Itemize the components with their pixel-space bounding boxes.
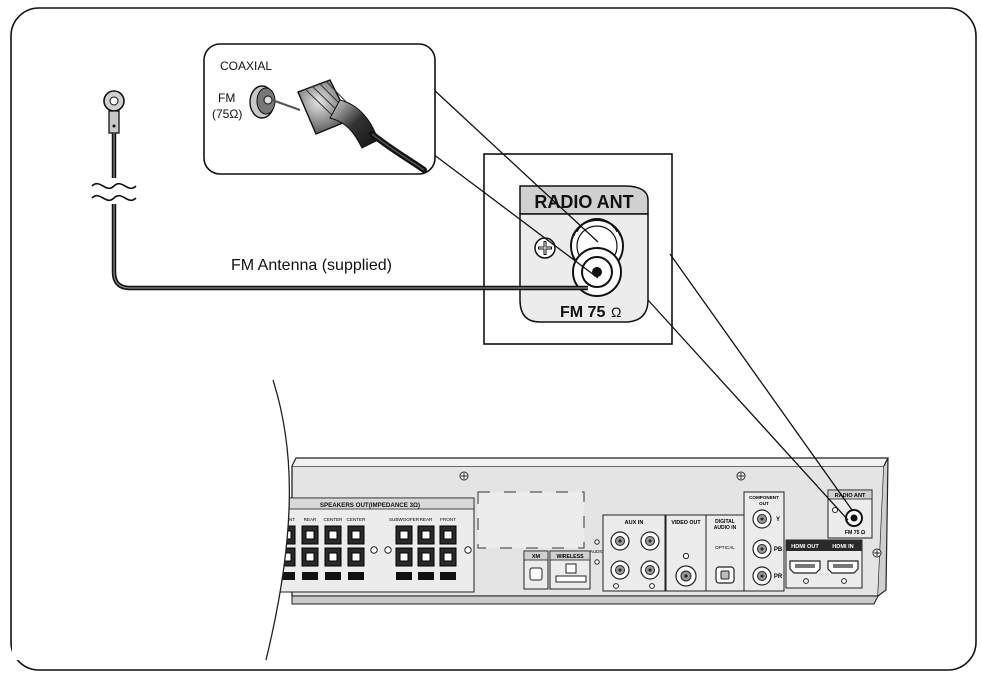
- video-out-label: VIDEO OUT: [671, 520, 701, 526]
- panel-screw-icon: [384, 546, 392, 554]
- optical-port-icon: [715, 566, 735, 584]
- panel-screw-icon: [736, 471, 746, 481]
- radio-ant-small-jack-icon: [845, 509, 863, 527]
- fm-antenna-icon: [103, 90, 125, 134]
- xm-port-icon: [529, 567, 543, 581]
- speaker-terminal-hole: [351, 530, 361, 540]
- aux-jack-icon: [640, 531, 660, 551]
- coaxial-socket-icon: [249, 85, 276, 119]
- speaker-terminal-hole: [305, 530, 315, 540]
- speaker-terminals: [278, 525, 457, 580]
- component-label-1: COMPONENT: [749, 495, 779, 500]
- hdmi-out-label: HDMI OUT: [791, 544, 819, 550]
- aux-in-label: AUX IN: [625, 520, 644, 526]
- wire-break-icon: [91, 182, 137, 202]
- aux-in-box: [602, 514, 666, 592]
- xm-label: XM: [532, 554, 541, 560]
- component-label-2: OUT: [759, 501, 769, 506]
- component-jack-icon: [752, 539, 772, 559]
- sp-label-center-1: CENTER: [324, 517, 344, 522]
- blank-area: [477, 491, 585, 549]
- video-jack-icon: [675, 565, 697, 587]
- panel-bottom-lip: [291, 595, 879, 605]
- rear-panel: SPEAKERS OUT(IMPEDANCE 3Ω) FRONT REAR CE…: [265, 457, 889, 605]
- wireless-port-icon: [565, 563, 577, 574]
- leader-lines: [418, 75, 853, 521]
- hdmi-in-label: HDMI IN: [832, 544, 853, 550]
- panel-screw-icon: [370, 546, 378, 554]
- speaker-terminal-base: [396, 572, 412, 580]
- coaxial-label: COAXIAL: [220, 59, 272, 73]
- audio-label: AUDIO: [590, 549, 604, 554]
- aux-jack-icon: [640, 560, 660, 580]
- speakers-header: SPEAKERS OUT(IMPEDANCE 3Ω): [320, 502, 420, 509]
- hdmi-port-icon: [789, 560, 821, 574]
- aux-jack-icon: [610, 531, 630, 551]
- coaxial-plug-icon: [271, 79, 427, 173]
- antenna-wire-core: [113, 133, 588, 289]
- panel-cut-curve: [265, 379, 290, 661]
- panel-cut-mask: [12, 380, 290, 660]
- comp-pb-label: PB: [774, 547, 783, 553]
- sp-label-rear-r: REAR: [420, 517, 433, 522]
- speaker-terminal-hole: [443, 530, 453, 540]
- speaker-terminal-base: [348, 572, 364, 580]
- speaker-terminal-hole: [305, 552, 315, 562]
- panel-screw-icon: [459, 471, 469, 481]
- panel-screw-icon: [872, 548, 882, 558]
- fm-label: FM: [218, 91, 235, 105]
- comp-y-label: Y: [776, 517, 780, 523]
- speaker-terminal-hole: [399, 530, 409, 540]
- comp-pr-label: PR: [774, 574, 783, 580]
- radio-ant-small-fm: FM 75 Ω: [845, 530, 865, 536]
- speaker-terminal-hole: [328, 530, 338, 540]
- panel-right-side: [877, 457, 889, 597]
- speaker-terminal-base: [302, 572, 318, 580]
- fm-ohm-label: (75Ω): [212, 107, 242, 121]
- hdmi-port-icon: [827, 560, 859, 574]
- sp-label-rear-l: REAR: [304, 517, 317, 522]
- speaker-terminal-hole: [421, 530, 431, 540]
- speaker-terminal-hole: [351, 552, 361, 562]
- panel-screw-icon: [464, 546, 472, 554]
- screw-icon: [534, 237, 556, 259]
- aux-jack-icon: [610, 560, 630, 580]
- fm-antenna-label: FM Antenna (supplied): [231, 257, 392, 274]
- zoom-ohm: Ω: [611, 304, 621, 320]
- fm-jack-icon: [570, 218, 624, 297]
- speaker-terminal-base: [279, 572, 295, 580]
- radio-ant-small-label: RADIO ANT: [835, 493, 866, 499]
- speaker-terminal-base: [325, 572, 341, 580]
- digital-label-2: AUDIO IN: [714, 525, 737, 531]
- hdmi-in-header: [824, 540, 862, 551]
- hdmi-out-header: [786, 540, 824, 551]
- radio-ant-zoom: RADIO ANT FM 75 Ω: [519, 185, 649, 323]
- zoom-fm-label: FM 75: [560, 304, 605, 321]
- optical-label: OPTICAL: [715, 545, 735, 550]
- sp-label-center-2: CENTER: [347, 517, 367, 522]
- digital-label-1: DIGITAL: [715, 519, 735, 525]
- speaker-terminal-base: [440, 572, 456, 580]
- zoom-header: RADIO ANT: [534, 192, 633, 212]
- wireless-label: WIRELESS: [556, 554, 584, 560]
- speaker-terminal-hole: [399, 552, 409, 562]
- component-jack-icon: [752, 566, 772, 586]
- sp-label-subwoofer: SUBWOOFER: [389, 517, 420, 522]
- speaker-terminal-hole: [328, 552, 338, 562]
- component-jack-icon: [752, 509, 772, 529]
- speaker-terminal-base: [418, 572, 434, 580]
- sp-label-front-r: FRONT: [440, 517, 456, 522]
- speaker-terminal-hole: [421, 552, 431, 562]
- speaker-terminal-hole: [443, 552, 453, 562]
